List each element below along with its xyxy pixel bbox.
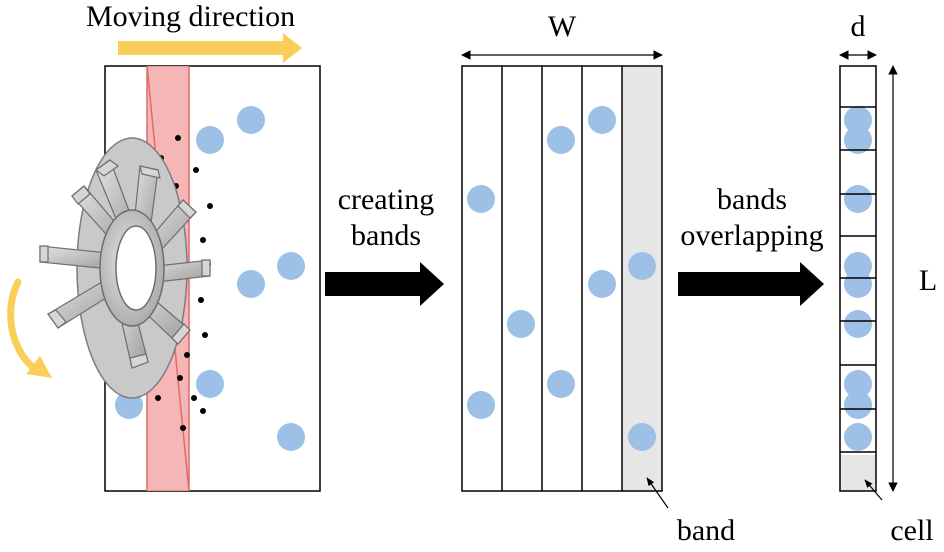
creating-bands-step: creating bands	[325, 183, 444, 306]
cells-panel: d L	[839, 10, 937, 547]
particle	[467, 185, 495, 213]
process-panel: Moving direction	[7, 0, 321, 492]
bands-rect	[461, 65, 663, 492]
particle	[547, 126, 575, 154]
particle	[844, 423, 872, 451]
particle	[588, 106, 616, 134]
particle	[547, 370, 575, 398]
cell-label: cell	[890, 514, 933, 547]
cell-particles	[844, 106, 872, 451]
moving-direction-arrow	[118, 33, 302, 63]
creating-label-line2: bands	[351, 219, 421, 252]
overlap-label-line2: overlapping	[680, 219, 823, 252]
curved-rotation-arrow-icon	[7, 278, 52, 378]
particle	[844, 370, 872, 398]
particle	[628, 252, 656, 280]
moving-direction-label: Moving direction	[86, 0, 295, 33]
particle	[844, 310, 872, 338]
particle	[196, 126, 224, 154]
creating-label-line1: creating	[338, 183, 435, 216]
highlighted-cell	[840, 455, 876, 491]
band-label: band	[677, 514, 735, 547]
particle	[844, 106, 872, 134]
overlap-step: bands overlapping	[678, 183, 824, 306]
particle	[237, 270, 265, 298]
particle	[467, 391, 495, 419]
band-pointer-arrow	[646, 477, 669, 509]
particle	[844, 126, 872, 154]
particle	[196, 370, 224, 398]
bands-panel: W band	[461, 10, 735, 547]
creating-bands-arrow	[325, 262, 444, 306]
particle	[628, 423, 656, 451]
particle	[844, 185, 872, 213]
particle	[507, 310, 535, 338]
cell-width-label: d	[851, 10, 866, 43]
particle	[277, 423, 305, 451]
particle	[237, 106, 265, 134]
particle	[844, 391, 872, 419]
rotating-nozzle-icon	[39, 137, 211, 399]
cell-pointer-arrow	[864, 479, 883, 501]
particle	[277, 252, 305, 280]
particle	[588, 270, 616, 298]
cell-dividers	[840, 106, 876, 453]
particle	[844, 270, 872, 298]
overlap-arrow	[678, 262, 824, 306]
length-label: L	[919, 264, 937, 297]
width-label: W	[548, 10, 577, 43]
band-particles	[467, 106, 656, 451]
overlap-label-line1: bands	[717, 183, 787, 216]
